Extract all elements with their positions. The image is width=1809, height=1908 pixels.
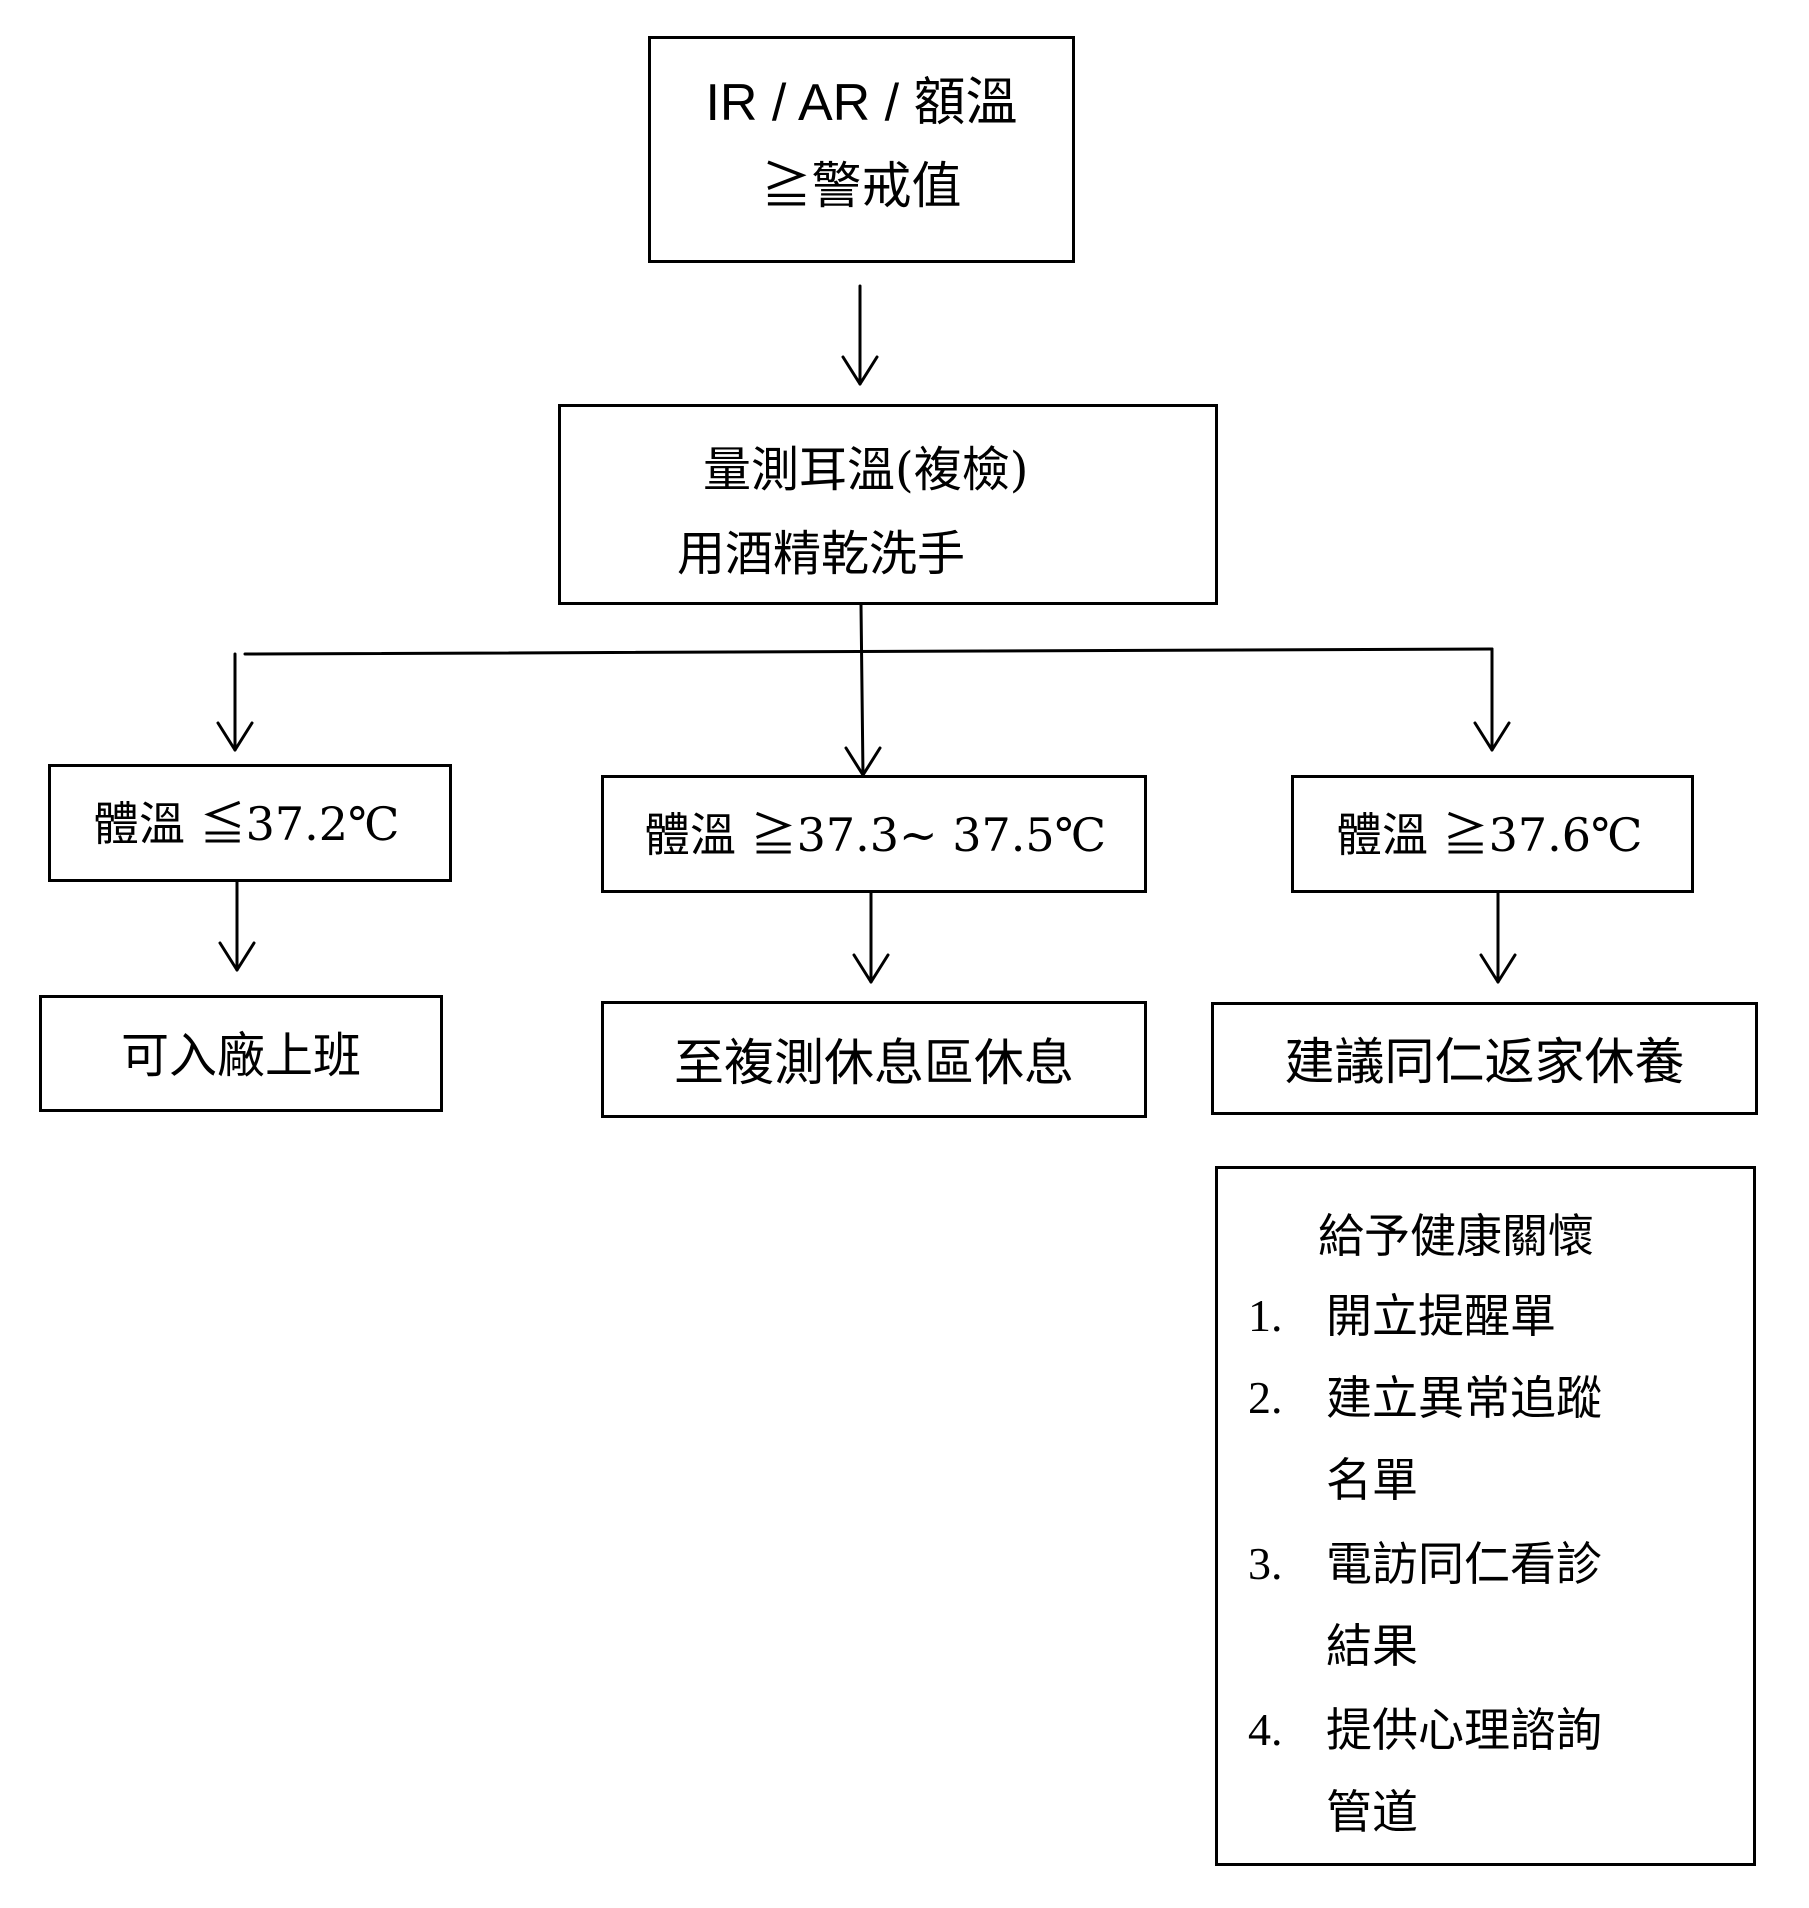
- arrow-temp-high-to-outcome: [1479, 884, 1517, 984]
- recheck-line2: 用酒精乾洗手: [677, 526, 966, 582]
- health-care-item-number: 2.: [1248, 1372, 1283, 1423]
- recheck-box: 量測耳溫(複檢) 用酒精乾洗手: [558, 404, 1218, 605]
- arrow-temp-mid-to-outcome: [852, 884, 890, 984]
- branch-bar: [243, 647, 1494, 656]
- health-care-item-number: 4.: [1248, 1704, 1283, 1755]
- temp-low-label: 體溫 ≦37.2℃: [93, 797, 400, 851]
- arrow-branch-to-temp-low: [216, 652, 254, 752]
- health-care-item-text: 建立異常追蹤: [1326, 1371, 1602, 1425]
- health-care-box: 給予健康關懷 1. 開立提醒單 2. 建立異常追蹤 名單 3. 電訪同仁看診 結…: [1215, 1166, 1756, 1866]
- temp-high-label: 體溫 ≧37.6℃: [1336, 808, 1643, 862]
- health-care-item-text-cont: 管道: [1326, 1785, 1418, 1839]
- health-care-title: 給予健康關懷: [1318, 1209, 1594, 1263]
- health-care-item-number: 3.: [1248, 1538, 1283, 1589]
- outcome-mid-label: 至複測休息區休息: [674, 1034, 1074, 1092]
- outcome-low-box: 可入廠上班: [39, 995, 443, 1112]
- health-care-item-text-cont: 結果: [1326, 1619, 1418, 1673]
- outcome-low-label: 可入廠上班: [120, 1028, 361, 1084]
- temp-high-box: 體溫 ≧37.6℃: [1291, 775, 1694, 893]
- temp-mid-box: 體溫 ≧37.3~ 37.5℃: [601, 775, 1147, 893]
- health-care-item-text-cont: 名單: [1326, 1453, 1418, 1507]
- recheck-line1: 量測耳溫(複檢): [703, 442, 1029, 498]
- health-care-item-text: 提供心理諮詢: [1326, 1703, 1602, 1757]
- health-care-item-text: 電訪同仁看診: [1326, 1537, 1602, 1591]
- temp-mid-label: 體溫 ≧37.3~ 37.5℃: [644, 808, 1107, 862]
- outcome-mid-box: 至複測休息區休息: [601, 1001, 1147, 1118]
- outcome-high-box: 建議同仁返家休養: [1211, 1002, 1758, 1115]
- outcome-high-label: 建議同仁返家休養: [1284, 1033, 1685, 1091]
- arrow-branch-to-temp-high: [1473, 647, 1511, 752]
- arrow-recheck-to-temp-mid: [844, 603, 882, 777]
- screening-line1: IR / AR / 額溫: [705, 74, 1018, 132]
- health-care-item-text: 開立提醒單: [1326, 1289, 1556, 1343]
- arrow-screening-to-recheck: [841, 284, 879, 386]
- health-care-item-number: 1.: [1248, 1290, 1283, 1341]
- screening-line2: ≧警戒值: [761, 157, 962, 215]
- arrow-temp-low-to-outcome: [218, 870, 256, 972]
- screening-box: IR / AR / 額溫 ≧警戒值: [648, 36, 1075, 263]
- temp-low-box: 體溫 ≦37.2℃: [48, 764, 452, 882]
